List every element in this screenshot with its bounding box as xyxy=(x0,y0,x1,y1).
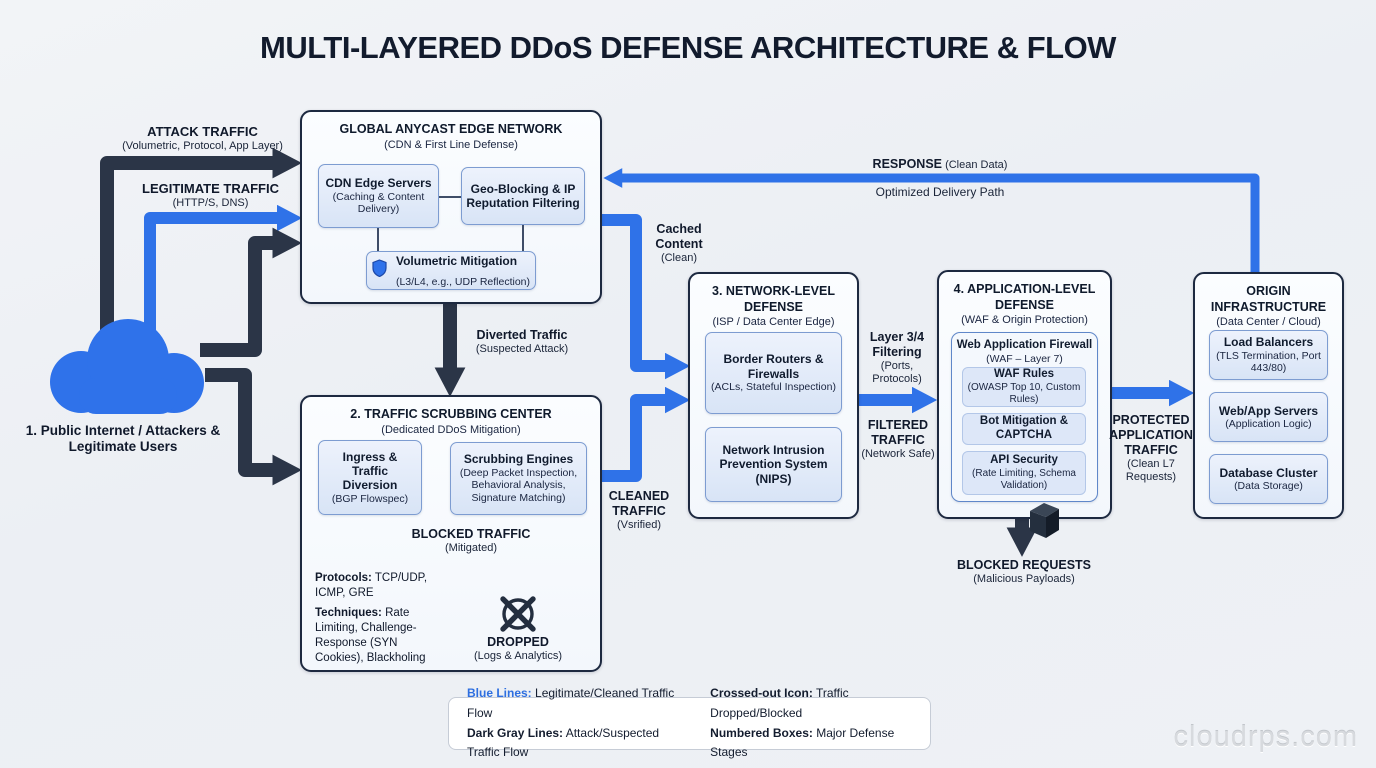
legitimate-traffic-arrow xyxy=(144,204,303,335)
filtered-traffic-label: FILTERED TRAFFIC (Network Safe) xyxy=(861,418,935,460)
shield-icon xyxy=(372,259,387,282)
cleaned-traffic-label: CLEANED TRAFFIC (Vsrified) xyxy=(608,489,670,531)
origin-title: ORIGIN INFRASTRUCTURE xyxy=(1210,284,1327,314)
dropped-label: DROPPED (Logs & Analytics) xyxy=(473,635,563,662)
response-label: RESPONSE (Clean Data) xyxy=(872,157,1008,171)
edge-network-subtitle: (CDN & First Line Defense) xyxy=(384,138,518,151)
geo-blocking-node: Geo-Blocking & IP Reputation Filtering xyxy=(461,167,585,225)
optimized-delivery-label: Optimized Delivery Path xyxy=(875,185,1005,199)
attack-traffic-arrow xyxy=(100,147,302,335)
origin-box: ORIGIN INFRASTRUCTURE (Data Center / Clo… xyxy=(1193,272,1344,519)
suspect-traffic-arrow xyxy=(200,227,302,357)
response-arrow xyxy=(603,168,1260,272)
origin-subtitle: (Data Center / Cloud) xyxy=(1216,316,1321,329)
blocked-cube-icon xyxy=(1028,502,1062,545)
legend-item-dark-lines: Dark Gray Lines: Attack/Suspected Traffi… xyxy=(467,725,660,760)
cloud-icon xyxy=(35,306,210,423)
legend-item-blue-lines: Blue Lines: Legitimate/Cleaned Traffic F… xyxy=(467,685,675,720)
blocked-traffic-label: BLOCKED TRAFFIC (Mitigated) xyxy=(411,527,531,554)
border-routers-node: Border Routers & Firewalls (ACLs, Statef… xyxy=(705,332,842,414)
layer34-filtering-label: Layer 3/4 Filtering (Ports, Protocols) xyxy=(869,330,925,386)
legend: Blue Lines: Legitimate/Cleaned Traffic F… xyxy=(448,686,931,759)
blocked-requests-label: BLOCKED REQUESTS (Malicious Payloads) xyxy=(956,558,1092,585)
dropped-cross-icon xyxy=(497,593,539,640)
waf-container: Web Application Firewall (WAF – Layer 7)… xyxy=(951,332,1098,502)
scrubbing-subtitle: (Dedicated DDoS Mitigation) xyxy=(381,423,521,436)
cached-content-arrow xyxy=(598,214,691,380)
volumetric-mitigation-node: Volumetric Mitigation (L3/L4, e.g., UDP … xyxy=(366,251,536,290)
web-app-servers-node: Web/App Servers (Application Logic) xyxy=(1209,392,1328,442)
scrubbing-center-box: 2. TRAFFIC SCRUBBING CENTER (Dedicated D… xyxy=(300,395,602,672)
network-defense-subtitle: (ISP / Data Center Edge) xyxy=(712,316,835,329)
load-balancers-node: Load Balancers (TLS Termination, Port 44… xyxy=(1209,330,1328,380)
legend-item-crossed-icon: Crossed-out Icon: Traffic Dropped/Blocke… xyxy=(710,685,849,720)
scrubbing-engines-node: Scrubbing Engines (Deep Packet Inspectio… xyxy=(450,442,587,515)
app-defense-subtitle: (WAF & Origin Protection) xyxy=(961,314,1088,327)
cdn-edge-servers-node: CDN Edge Servers (Caching & Content Deli… xyxy=(318,164,439,228)
network-defense-box: 3. NETWORK-LEVEL DEFENSE (ISP / Data Cen… xyxy=(688,272,859,519)
page-title: MULTI-LAYERED DDoS DEFENSE ARCHITECTURE … xyxy=(260,30,1116,65)
scrubbing-notes: Protocols: TCP/UDP, ICMP, GRE Techniques… xyxy=(315,572,428,664)
legitimate-traffic-label: LEGITIMATE TRAFFIC (HTTP/S, DNS) xyxy=(142,181,279,209)
protected-traffic-label: PROTECTED APPLICATION TRAFFIC (Clean L7 … xyxy=(1109,413,1193,484)
edge-network-title: GLOBAL ANYCAST EDGE NETWORK xyxy=(339,122,563,136)
scrubbing-title: 2. TRAFFIC SCRUBBING CENTER xyxy=(350,407,552,421)
cached-content-label: Cached Content (Clean) xyxy=(655,222,703,264)
network-defense-title: 3. NETWORK-LEVEL DEFENSE xyxy=(712,284,835,314)
database-cluster-node: Database Cluster (Data Storage) xyxy=(1209,454,1328,504)
diverted-traffic-label: Diverted Traffic (Suspected Attack) xyxy=(475,328,569,355)
app-defense-title: 4. APPLICATION-LEVEL DEFENSE xyxy=(953,282,1096,312)
app-defense-box: 4. APPLICATION-LEVEL DEFENSE (WAF & Orig… xyxy=(937,270,1112,519)
attack-traffic-label: ATTACK TRAFFIC (Volumetric, Protocol, Ap… xyxy=(122,124,283,152)
edge-network-box: GLOBAL ANYCAST EDGE NETWORK (CDN & First… xyxy=(300,110,602,304)
waf-rules-node: WAF Rules (OWASP Top 10, Custom Rules) xyxy=(962,367,1086,407)
ingress-diversion-node: Ingress & Traffic Diversion (BGP Flowspe… xyxy=(318,440,422,515)
watermark: cloudrps.com xyxy=(1173,721,1358,753)
bot-mitigation-node: Bot Mitigation & CAPTCHA xyxy=(962,413,1086,445)
legend-item-numbered-boxes: Numbered Boxes: Major Defense Stages xyxy=(710,725,895,760)
to-scrubbing-arrow xyxy=(205,368,302,486)
nips-node: Network Intrusion Prevention System (NIP… xyxy=(705,427,842,502)
source-label: 1. Public Internet / Attackers & Legitim… xyxy=(25,423,221,455)
cleaned-traffic-arrow xyxy=(585,386,691,482)
api-security-node: API Security (Rate Limiting, Schema Vali… xyxy=(962,451,1086,495)
